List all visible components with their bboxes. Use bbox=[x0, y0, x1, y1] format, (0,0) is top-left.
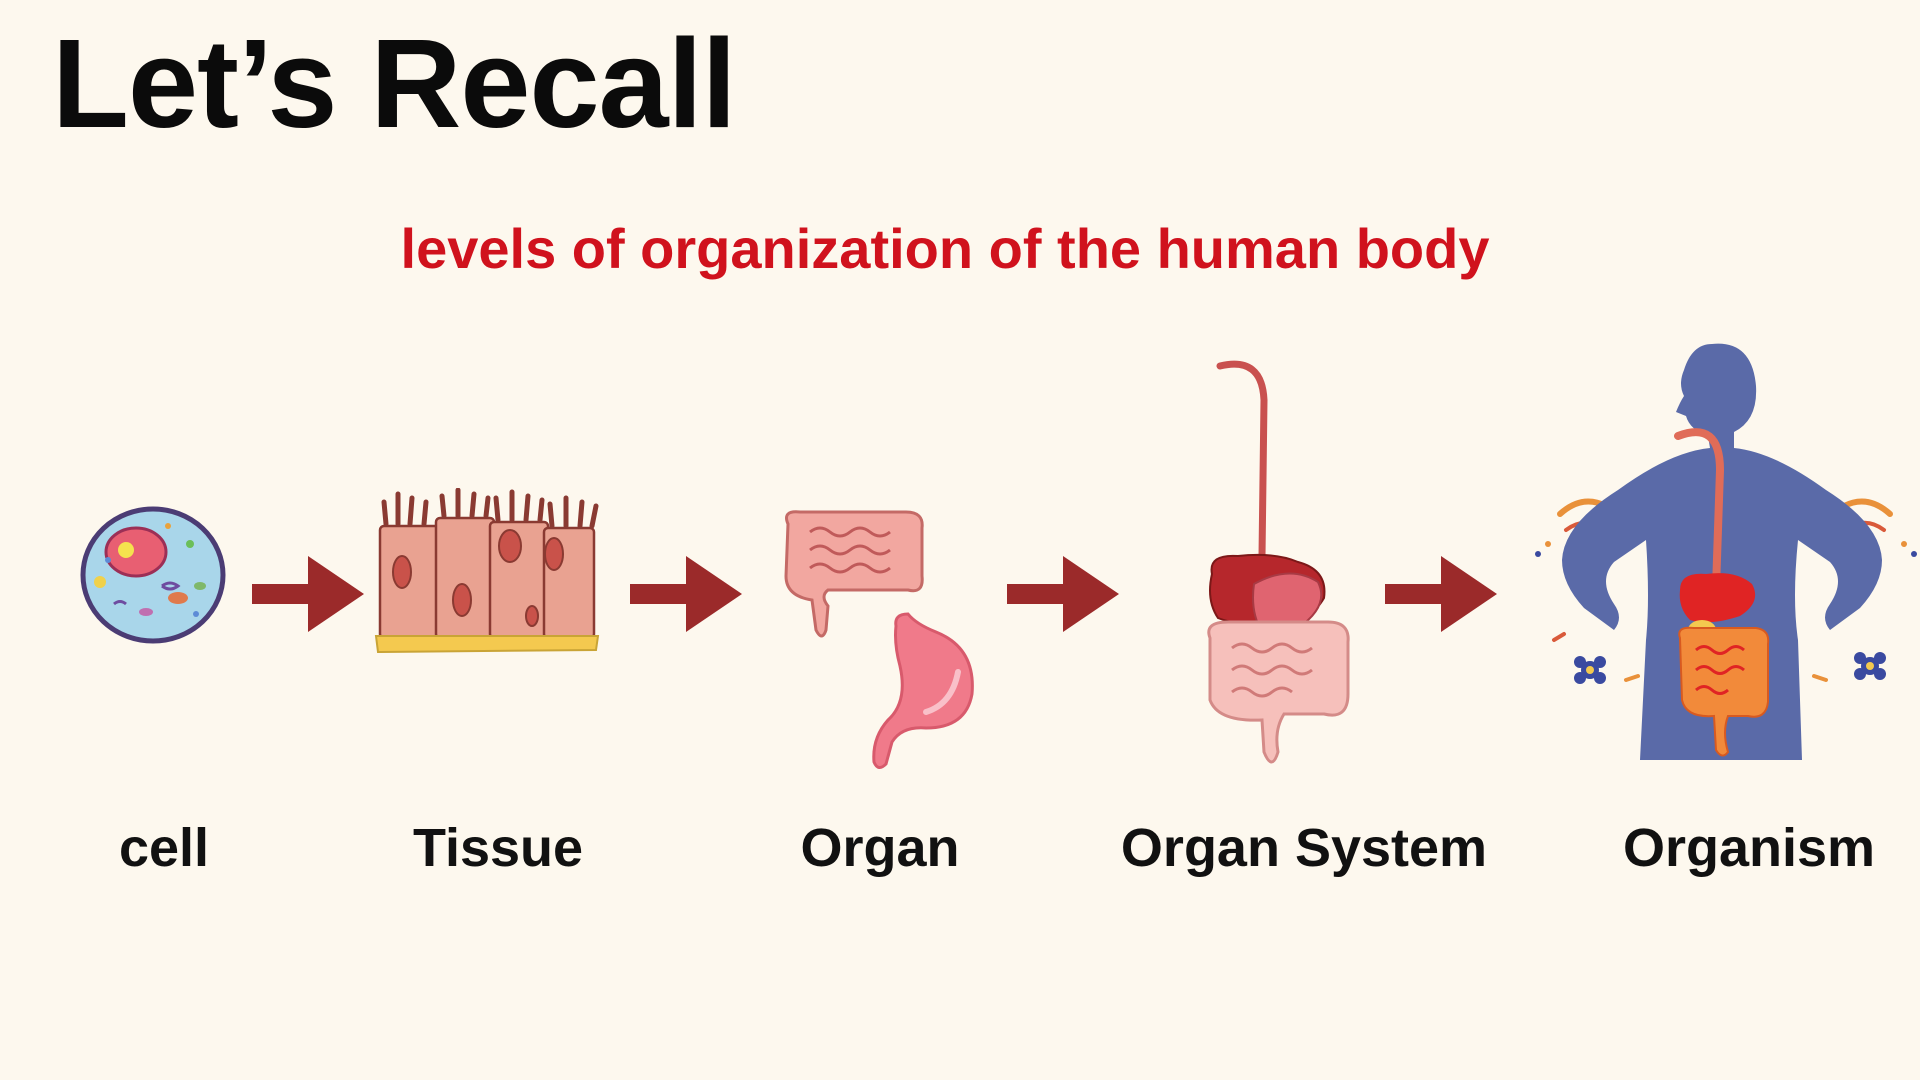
arrow-icon bbox=[1007, 556, 1119, 632]
organ-system-icon bbox=[1207, 360, 1350, 764]
stage-label-organism: Organism bbox=[1622, 818, 1876, 878]
cell-icon bbox=[80, 506, 226, 644]
page-title: Let’s Recall bbox=[52, 13, 737, 154]
diagram-subtitle: levels of organization of the human body bbox=[400, 217, 1490, 280]
organ-icon bbox=[784, 510, 974, 769]
organism-icon bbox=[1535, 343, 1917, 760]
stage-label-cell: cell bbox=[118, 818, 210, 878]
stage-label-tissue: Tissue bbox=[412, 818, 584, 878]
stage-label-organ-system: Organ System bbox=[1120, 818, 1488, 878]
arrow-icon bbox=[1385, 556, 1497, 632]
tissue-icon bbox=[374, 488, 600, 654]
stage-label-organ: Organ bbox=[800, 818, 960, 878]
arrow-icon bbox=[252, 556, 364, 632]
arrow-icon bbox=[630, 556, 742, 632]
